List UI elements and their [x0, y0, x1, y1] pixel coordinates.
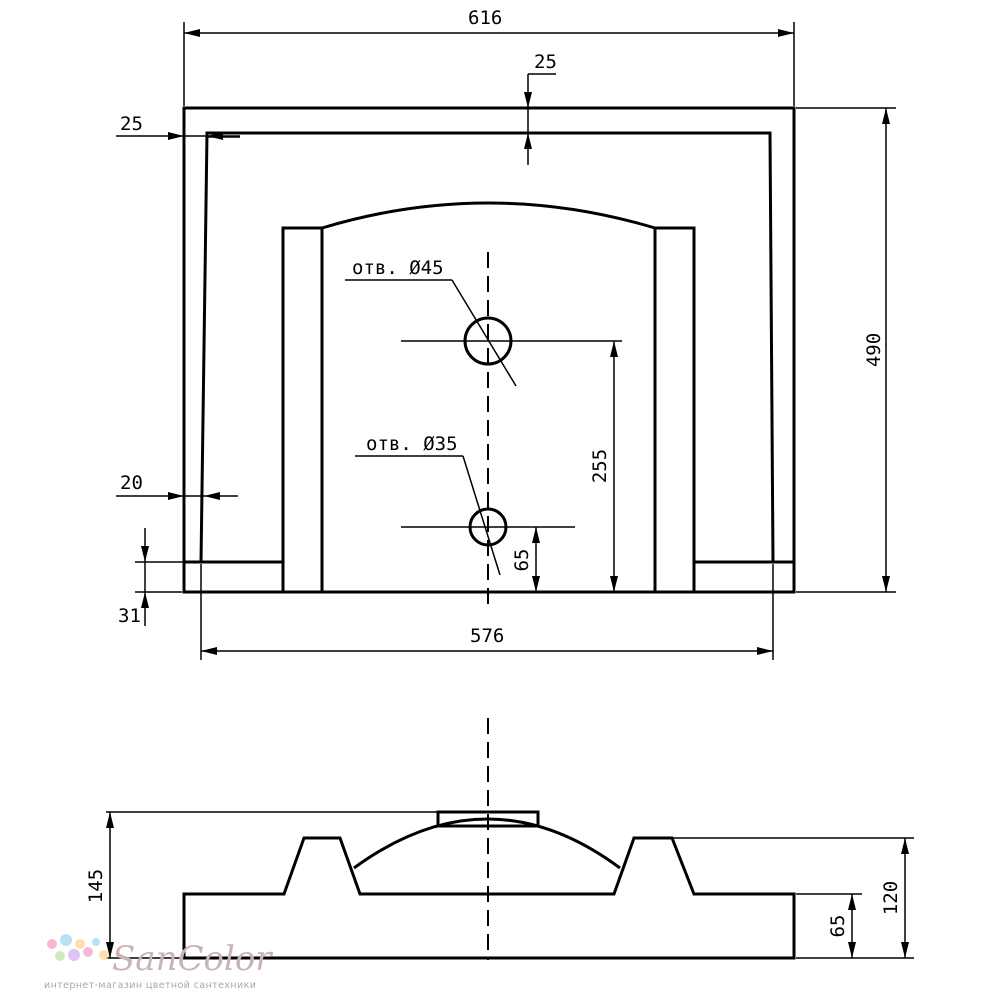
- side-dome: [353, 817, 621, 870]
- logo-tagline: интернет-магазин цветной сантехники: [44, 980, 256, 991]
- plan-view: отв. Ø45 отв. Ø35 616 25 25 20: [116, 7, 896, 660]
- arrow-head: [141, 592, 149, 608]
- arrow-head: [207, 132, 223, 140]
- sancolor-logo: SanColor интернет-магазин цветной сантех…: [44, 934, 273, 991]
- dim-base-height: 65: [827, 915, 849, 938]
- logo-dot: [47, 939, 57, 949]
- arrow-head: [532, 576, 540, 592]
- arrow-head: [757, 647, 773, 655]
- arrow-head: [201, 647, 217, 655]
- dim-inner-width: 576: [470, 625, 504, 647]
- logo-dot: [99, 950, 109, 960]
- drain-hole-label: отв. Ø35: [366, 433, 458, 455]
- arrow-head: [882, 576, 890, 592]
- dim-body-height: 120: [880, 881, 902, 915]
- arrow-head: [848, 894, 856, 910]
- dim-overall-depth: 490: [863, 333, 885, 367]
- logo-dot: [55, 951, 65, 961]
- side-view: 145 120 65: [85, 718, 914, 960]
- arrow-head: [778, 29, 794, 37]
- dim-hole-spacing: 255: [589, 449, 611, 483]
- arrow-head: [901, 942, 909, 958]
- basin-arch: [321, 201, 656, 230]
- dim-overall-width: 616: [468, 7, 502, 29]
- left-pillar: [281, 226, 324, 594]
- arrow-head: [524, 133, 532, 149]
- logo-dot: [92, 938, 100, 946]
- arrow-head: [184, 29, 200, 37]
- arrow-head: [848, 942, 856, 958]
- dim-total-height: 145: [85, 869, 107, 903]
- dim-drain-offset: 65: [511, 549, 533, 572]
- tap-hole-label: отв. Ø45: [352, 257, 444, 279]
- inner-rim-outline: [185, 131, 795, 564]
- arrow-head: [106, 812, 114, 828]
- tap-hole-leader: [451, 279, 517, 387]
- dim-side-wall: 20: [120, 472, 143, 494]
- logo-name: SanColor: [112, 939, 273, 979]
- arrow-head: [168, 492, 184, 500]
- drain-hole-leader: [462, 455, 501, 576]
- side-top-cap: [436, 810, 540, 828]
- arrow-head: [168, 132, 184, 140]
- logo-dots: [47, 934, 109, 961]
- dim-bottom-step: 31: [118, 605, 141, 627]
- arrow-head: [610, 341, 618, 357]
- dim-top-margin: 25: [534, 51, 557, 73]
- logo-dot: [68, 949, 80, 961]
- arrow-head: [882, 108, 890, 124]
- arrow-head: [106, 942, 114, 958]
- logo-dot: [60, 934, 72, 946]
- arrow-head: [610, 576, 618, 592]
- right-pillar: [653, 226, 696, 594]
- logo-dot: [83, 947, 93, 957]
- dim-left-margin: 25: [120, 113, 143, 135]
- arrow-head: [524, 92, 532, 108]
- arrow-head: [901, 838, 909, 854]
- arrow-head: [204, 492, 220, 500]
- logo-dot: [75, 939, 85, 949]
- arrow-head: [532, 527, 540, 543]
- side-profile: [182, 836, 796, 960]
- arrow-head: [141, 546, 149, 562]
